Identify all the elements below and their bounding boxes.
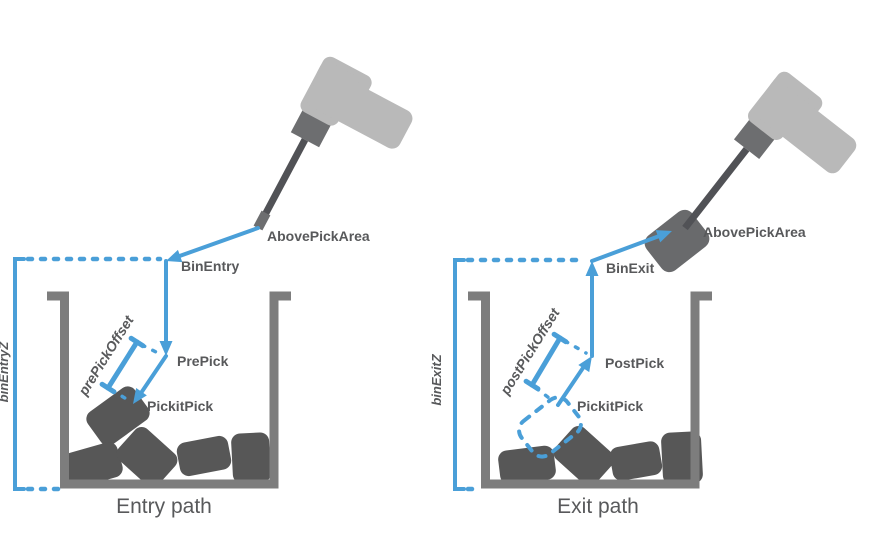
bin-entry-z-label: binEntryZ — [0, 341, 11, 403]
picked-part-outline — [517, 395, 583, 459]
pre-pick-label: PrePick — [177, 353, 229, 369]
dimension-extension-dashed — [534, 386, 555, 403]
post-pick-label: PostPick — [605, 355, 664, 371]
tool-collar — [733, 118, 776, 160]
held-part-box — [644, 209, 710, 273]
entry-path-caption: Entry path — [116, 495, 212, 518]
arrowhead-above-pick-area — [655, 230, 672, 243]
tool-tip — [253, 210, 271, 231]
part-box — [176, 435, 232, 477]
tool-arm — [307, 69, 413, 149]
arrowhead-post-pick — [578, 356, 592, 373]
arrowhead-bin-entry — [166, 249, 183, 263]
bin — [47, 291, 291, 489]
part-box — [63, 442, 123, 488]
path-above-to-binentry — [172, 226, 260, 260]
pre-pick-offset-dimension-line — [105, 339, 140, 391]
part-box — [498, 445, 556, 485]
dimension-extension-dashed — [110, 388, 130, 402]
bin-exit-label: BinExit — [606, 260, 655, 276]
arrowhead-pickit-pick — [133, 387, 147, 404]
robot-tool — [253, 56, 413, 231]
exit-path-caption: Exit path — [557, 495, 639, 518]
pickit-pick-label: PickitPick — [147, 398, 213, 414]
bin-exit-z-label: binExitZ — [429, 353, 444, 405]
path-prepick-to-pickitpick — [137, 354, 168, 398]
bin-entry-z-bracket — [13, 257, 26, 491]
exit-path-diagram: AbovePickArea BinExit PostPick PickitPic… — [429, 71, 857, 518]
path-pickitpick-to-postpick — [556, 360, 589, 407]
robot-tool — [682, 71, 857, 231]
tool-shaft — [254, 138, 309, 230]
dimension-extension-dashed — [563, 339, 588, 355]
tool-shaft — [682, 147, 750, 231]
post-pick-offset-dimension-line — [529, 335, 563, 388]
tool-collar — [290, 109, 332, 148]
entry-path-diagram: AbovePickArea BinEntry PrePick PickitPic… — [0, 56, 413, 518]
part-box — [116, 427, 178, 487]
arrowhead-bin-exit — [585, 261, 599, 276]
bin-entry-label: BinEntry — [181, 258, 240, 274]
bin — [468, 291, 712, 489]
dimension-extension-dashed — [140, 343, 162, 356]
above-pick-area-label: AbovePickArea — [267, 228, 370, 244]
part-box — [609, 441, 663, 481]
above-pick-area-label: AbovePickArea — [703, 224, 806, 240]
pickit-pick-label: PickitPick — [577, 398, 643, 414]
arrowhead-pre-pick — [159, 341, 173, 356]
bin-exit-z-bracket — [453, 258, 466, 491]
tool-arm — [755, 83, 857, 174]
part-box — [231, 432, 271, 484]
path-binexit-to-above — [590, 233, 664, 263]
